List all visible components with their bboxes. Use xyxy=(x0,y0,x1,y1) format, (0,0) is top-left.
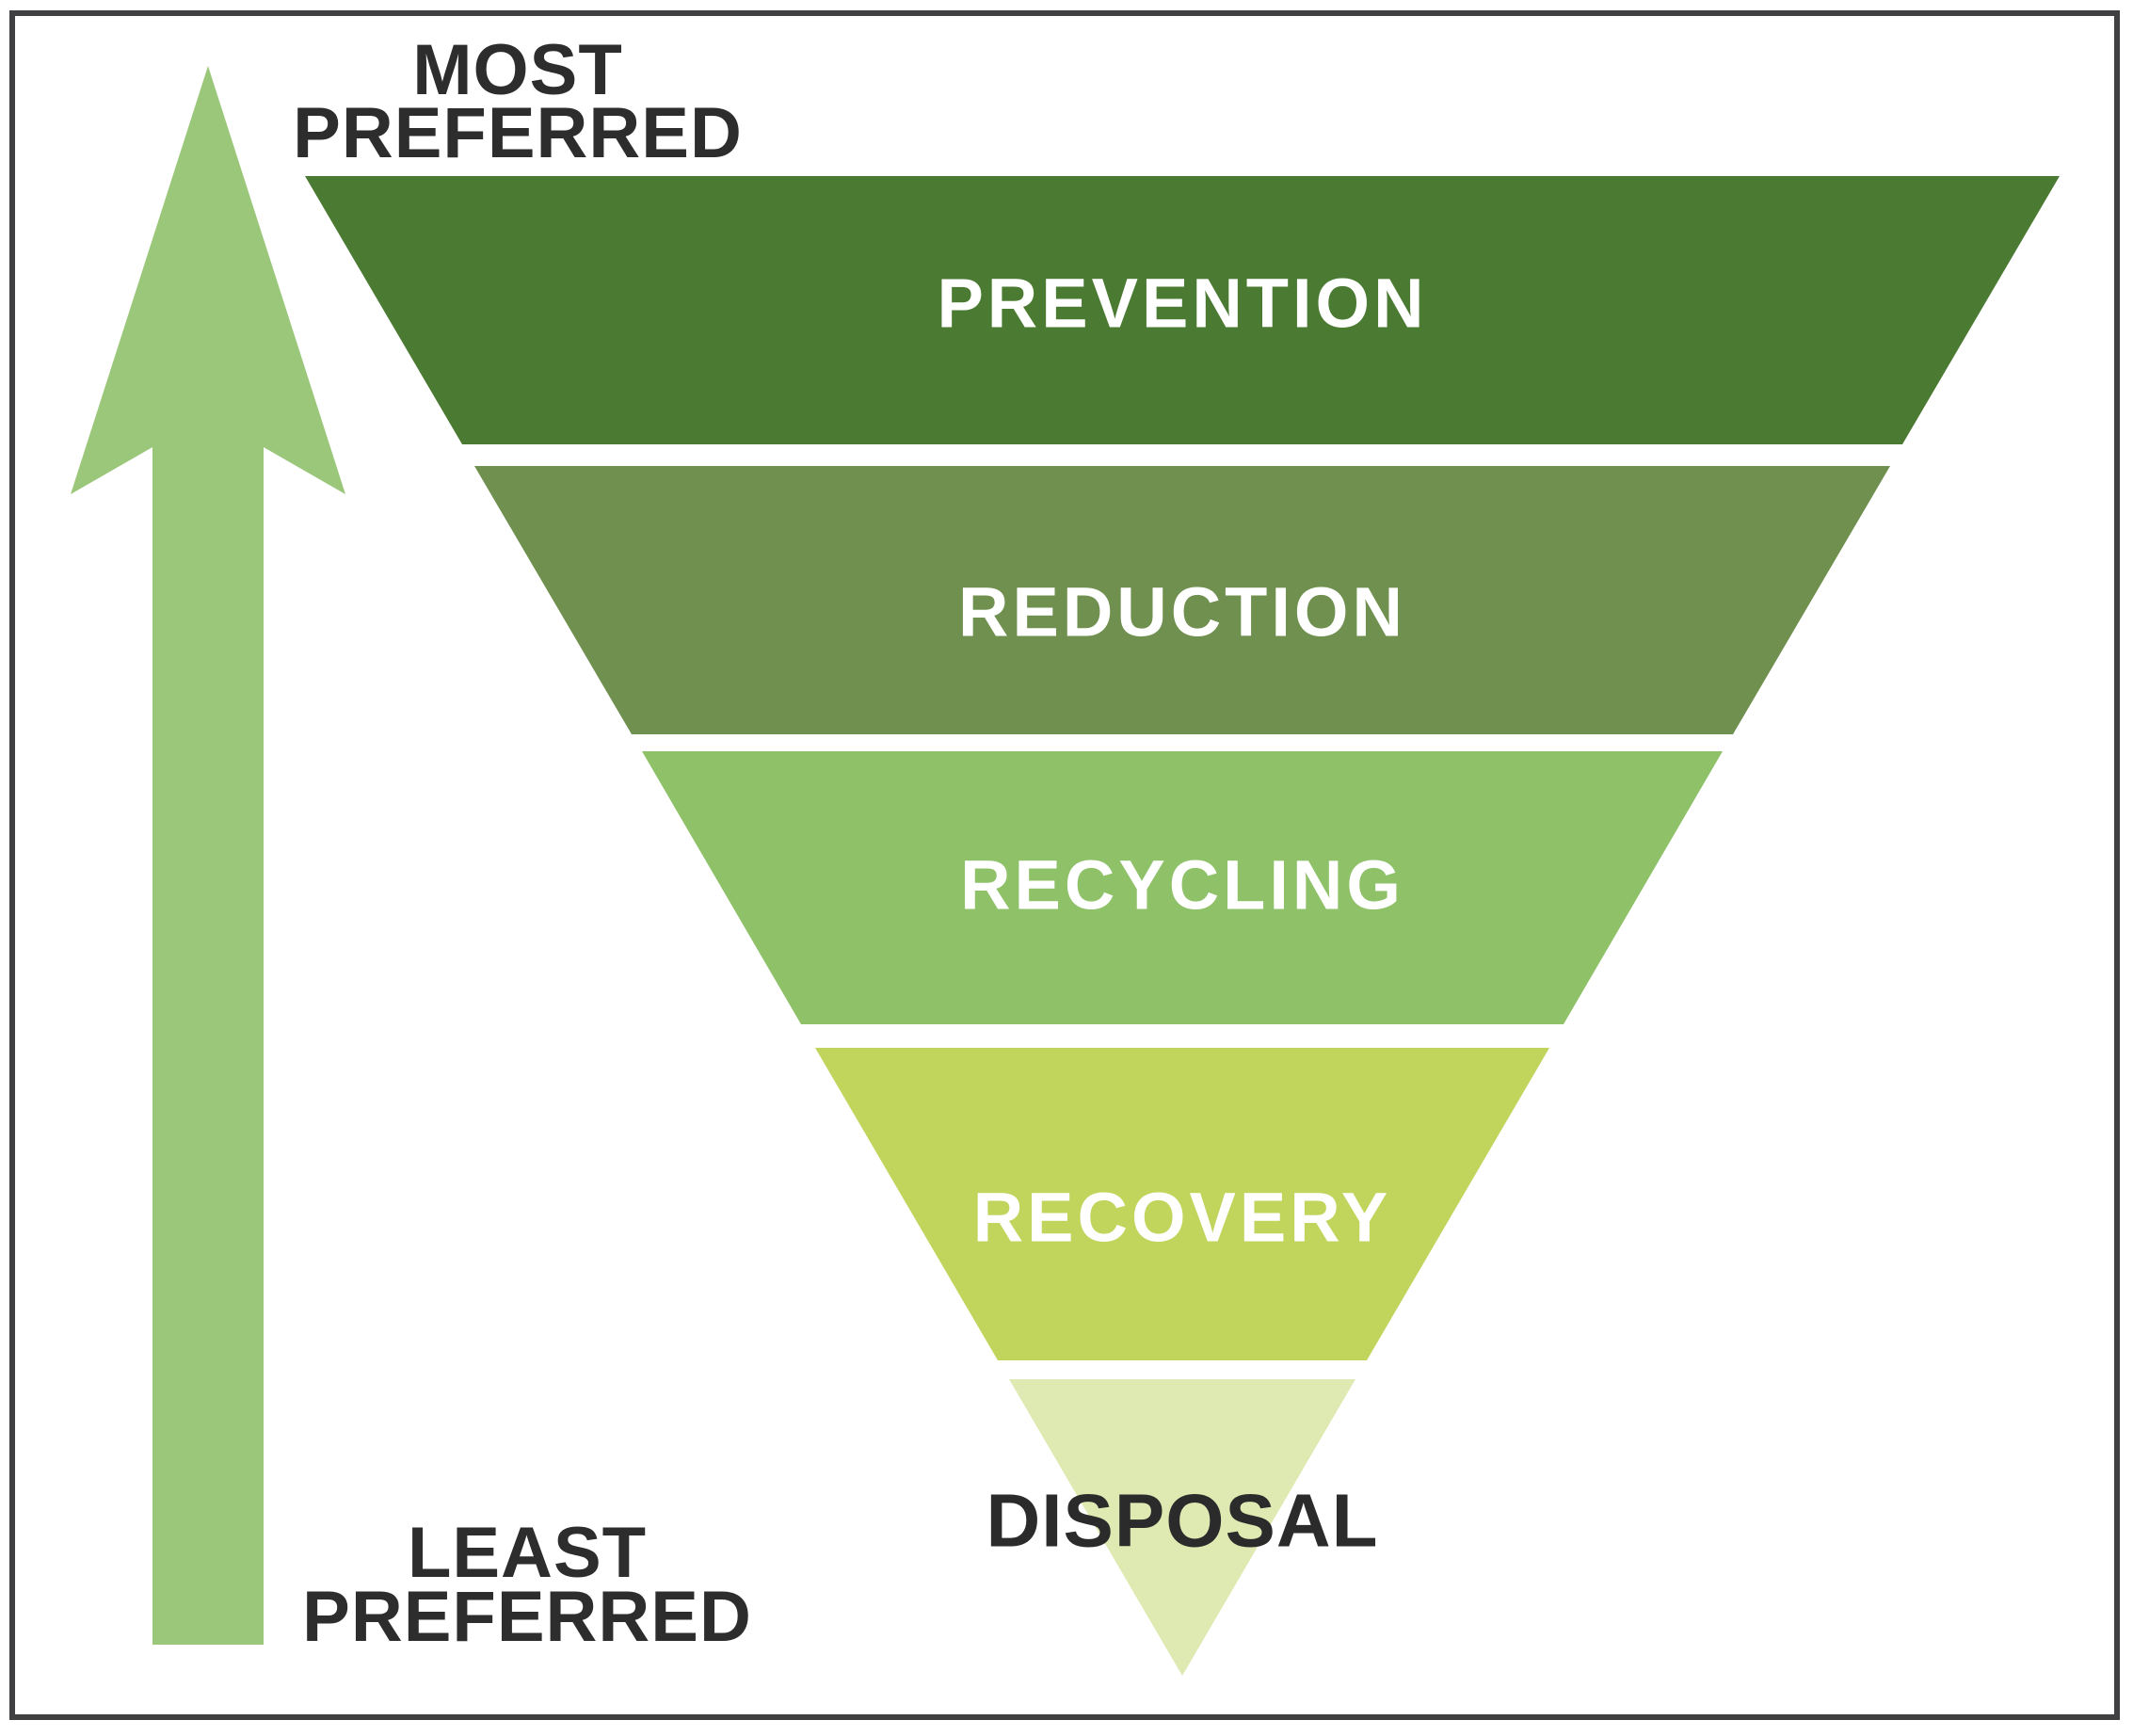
pyramid-levels xyxy=(305,176,2060,1676)
pyramid-level-disposal xyxy=(1009,1379,1355,1676)
preference-arrow-icon xyxy=(71,66,345,1645)
level-labels: PREVENTION REDUCTION RECYCLING RECOVERY DISP… xyxy=(937,265,1427,1563)
pyramid-level-reduction xyxy=(474,466,1890,734)
frame-border xyxy=(9,10,2120,1720)
level-label-prevention: PREVENTION xyxy=(937,265,1427,343)
pyramid-level-prevention xyxy=(305,176,2060,444)
level-label-recovery: RECOVERY xyxy=(973,1179,1392,1257)
pyramid-level-recycling xyxy=(642,751,1723,1024)
most-preferred-label-line2: PREFERRED xyxy=(293,93,743,173)
most-preferred-label-line1: MOST xyxy=(412,30,623,110)
level-label-reduction: REDUCTION xyxy=(958,573,1406,651)
level-label-disposal: DISPOSAL xyxy=(986,1479,1379,1563)
captions: MOST PREFERRED LEAST PREFERRED xyxy=(293,30,752,1657)
least-preferred-label-line2: PREFERRED xyxy=(302,1577,752,1657)
least-preferred-label-line1: LEAST xyxy=(408,1513,647,1593)
pyramid-level-recovery xyxy=(815,1048,1549,1360)
level-label-recycling: RECYCLING xyxy=(960,846,1404,924)
